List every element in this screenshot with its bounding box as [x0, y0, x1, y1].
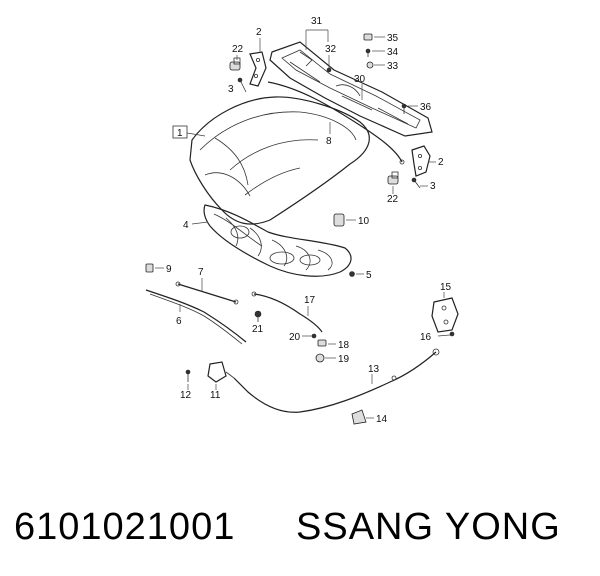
stopper-22-right: [387, 171, 399, 185]
support-rod-7: [175, 278, 239, 305]
weatherstrip-8: [267, 81, 405, 165]
clip-9: [145, 263, 164, 273]
callout-21: 21: [252, 324, 264, 335]
callout-7: 7: [198, 267, 204, 278]
cowl-panel: [269, 41, 433, 137]
callout-22-left: 22: [232, 44, 244, 55]
bumper-10: [333, 213, 356, 227]
callout-33: 33: [387, 61, 399, 72]
hood-inner-frame: [191, 204, 352, 277]
callout-10: 10: [358, 216, 370, 227]
seal-strip-6: [145, 289, 247, 345]
release-cable-13: [233, 348, 440, 413]
hood-panel: [189, 96, 370, 225]
exploded-parts-diagram: 1 4 31 32 30: [145, 16, 459, 425]
screw-12: [185, 369, 191, 390]
grommet-14: [351, 409, 374, 425]
svg-text:31: 31: [311, 16, 323, 27]
callout-8: 8: [326, 136, 332, 147]
footer: 6101021001 SSANG YONG: [0, 500, 600, 560]
callout-34: 34: [387, 47, 399, 58]
callout-31: 31: [305, 16, 329, 50]
clip-36: [401, 103, 418, 114]
callout-9: 9: [166, 264, 172, 275]
callout-1: 1: [172, 125, 206, 139]
callout-30: 30: [354, 74, 366, 85]
callout-17: 17: [304, 295, 316, 306]
callout-12: 12: [180, 390, 192, 401]
clip-18: [317, 339, 336, 347]
callout-32: 32: [325, 44, 337, 55]
bolt-3-right: [411, 177, 421, 189]
callout-4: 4: [183, 220, 189, 231]
callout-11: 11: [210, 390, 221, 401]
hood-hinge-right: [411, 145, 431, 177]
callout-5: 5: [366, 270, 372, 281]
holder-21: [254, 310, 262, 322]
callout-13: 13: [368, 364, 380, 375]
release-handle-11: [207, 361, 235, 390]
callout-2-right: 2: [438, 157, 444, 168]
callout-3-right: 3: [430, 181, 436, 192]
callout-19: 19: [338, 354, 350, 365]
hood-hinge-left: [249, 51, 267, 87]
callout-3-left: 3: [228, 84, 234, 95]
part-number: 6101021001: [14, 506, 236, 548]
svg-text:1: 1: [177, 128, 183, 139]
callout-15: 15: [440, 282, 452, 293]
nut-33: [366, 61, 385, 69]
hood-rod-17: [251, 291, 323, 333]
clip-5: [349, 271, 364, 277]
callout-6: 6: [176, 316, 182, 327]
grommet-19: [315, 353, 336, 363]
bolt-3-left: [237, 77, 247, 93]
callout-16: 16: [420, 332, 432, 343]
clip-20: [302, 333, 317, 339]
callout-22-right: 22: [387, 194, 399, 205]
screw-34: [365, 48, 385, 57]
callout-36: 36: [420, 102, 432, 113]
callout-14: 14: [376, 414, 388, 425]
clip-32: [326, 55, 332, 73]
callout-35: 35: [387, 33, 399, 44]
clip-35: [363, 33, 385, 41]
callout-18: 18: [338, 340, 350, 351]
brand-name: SSANG YONG: [296, 506, 561, 548]
callout-2-left: 2: [256, 27, 262, 38]
callout-20: 20: [289, 332, 301, 343]
hood-latch-15: [431, 292, 459, 333]
stopper-22-left: [229, 57, 241, 71]
bolt-16: [437, 331, 455, 337]
